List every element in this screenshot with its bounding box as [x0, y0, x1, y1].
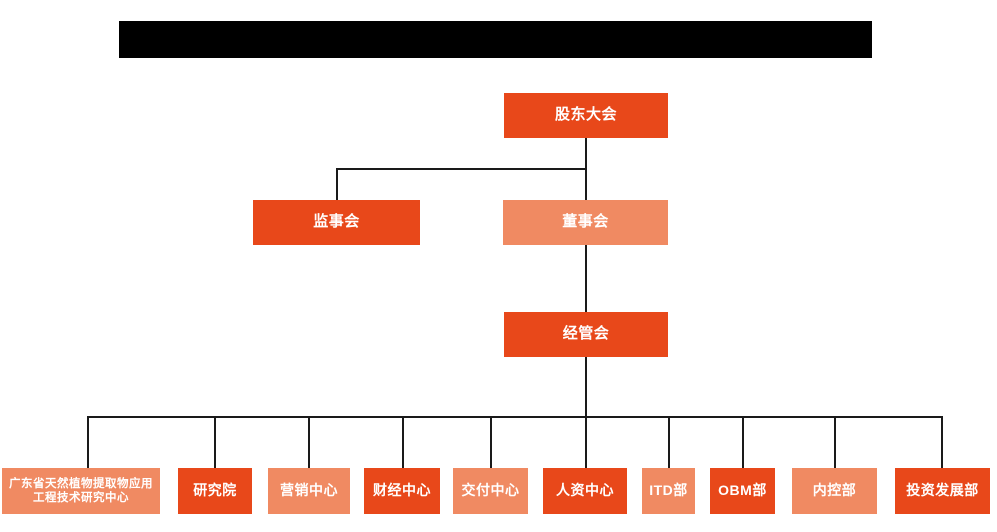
- connector-drop-dept-9: [941, 416, 943, 468]
- connector-drop-dept-5: [585, 416, 587, 468]
- connector-drop-dept-8: [834, 416, 836, 468]
- connector-shareholders-down: [585, 138, 587, 170]
- connector-drop-dept-1: [214, 416, 216, 468]
- connector-management-down: [585, 357, 587, 417]
- connector-directors-down: [585, 168, 587, 201]
- org-node-dept-research-institute[interactable]: 研究院: [178, 468, 252, 514]
- org-node-management-committee[interactable]: 经管会: [504, 312, 668, 357]
- org-node-dept-engineering-research-center[interactable]: 广东省天然植物提取物应用工程技术研究中心: [2, 468, 160, 514]
- org-node-dept-hr-center[interactable]: 人资中心: [543, 468, 627, 514]
- org-node-dept-obm[interactable]: OBM部: [710, 468, 775, 514]
- org-node-shareholders-meeting[interactable]: 股东大会: [504, 93, 668, 138]
- connector-departments-bus: [87, 416, 943, 418]
- org-node-dept-itd[interactable]: ITD部: [642, 468, 695, 514]
- connector-drop-dept-2: [308, 416, 310, 468]
- org-node-board-of-directors[interactable]: 董事会: [503, 200, 668, 245]
- redacted-title-banner: [119, 21, 872, 58]
- connector-shareholders-bus: [336, 168, 587, 170]
- connector-drop-dept-4: [490, 416, 492, 468]
- org-node-dept-investment-development[interactable]: 投资发展部: [895, 468, 990, 514]
- connector-drop-dept-0: [87, 416, 89, 468]
- connector-supervisors-down: [336, 168, 338, 201]
- org-node-dept-internal-control[interactable]: 内控部: [792, 468, 877, 514]
- connector-drop-dept-3: [402, 416, 404, 468]
- org-node-dept-marketing-center[interactable]: 营销中心: [268, 468, 350, 514]
- connector-drop-dept-6: [668, 416, 670, 468]
- connector-drop-dept-7: [742, 416, 744, 468]
- connector-directors-to-management: [585, 245, 587, 313]
- org-node-dept-delivery-center[interactable]: 交付中心: [453, 468, 528, 514]
- org-node-dept-finance-center[interactable]: 财经中心: [364, 468, 440, 514]
- org-node-board-of-supervisors[interactable]: 监事会: [253, 200, 420, 245]
